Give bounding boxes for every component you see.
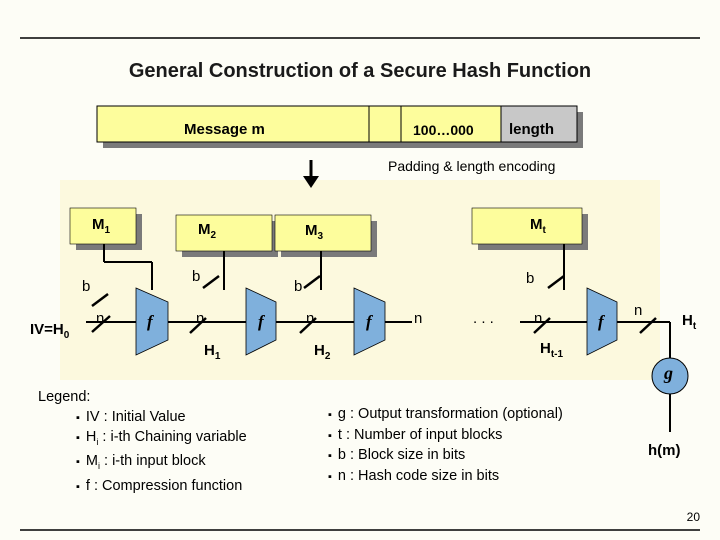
legend-item: n : Hash code size in bits xyxy=(328,467,563,488)
compressor-1 xyxy=(135,287,169,356)
block-m3 xyxy=(274,214,372,252)
message-label: Message m xyxy=(184,121,265,138)
label-hm: h(m) xyxy=(648,442,681,459)
label-f-1: f xyxy=(147,312,153,331)
label-g: g xyxy=(664,363,673,383)
legend-item: f : Compression function xyxy=(76,477,247,498)
label-b-1: b xyxy=(82,278,91,295)
label-h1: H1 xyxy=(204,342,221,362)
label-m1: M1 xyxy=(92,216,111,236)
legend-item: Hi : i-th Chaining variable xyxy=(76,428,247,452)
block-mt xyxy=(471,207,583,245)
legend-item: g : Output transformation (optional) xyxy=(328,405,563,426)
down-arrow xyxy=(303,176,319,188)
compressor-2 xyxy=(245,287,277,356)
label-m3: M3 xyxy=(305,222,324,242)
label-b-2: b xyxy=(192,268,201,285)
label-ht: Ht xyxy=(682,312,697,332)
slide-title: General Construction of a Secure Hash Fu… xyxy=(128,60,592,82)
label-f-3: f xyxy=(366,312,372,331)
compressor-3 xyxy=(353,287,386,356)
legend-right-list: g : Output transformation (optional) t :… xyxy=(328,405,563,487)
label-n-2: n xyxy=(196,310,205,327)
label-iv: IV=H0 xyxy=(30,321,70,341)
message-gap-block xyxy=(368,105,402,143)
legend-item: IV : Initial Value xyxy=(76,408,247,429)
block-m2 xyxy=(175,214,273,252)
label-n-6: n xyxy=(634,302,643,319)
label-n-4: n xyxy=(414,310,423,327)
ellipsis: . . . xyxy=(473,310,494,327)
label-h2: H2 xyxy=(314,342,331,362)
legend-right: g : Output transformation (optional) t :… xyxy=(328,405,563,487)
label-f-2: f xyxy=(258,312,264,331)
block-m1 xyxy=(69,207,137,245)
page-number: 20 xyxy=(686,510,700,524)
label-b-t: b xyxy=(526,270,535,287)
padding-label: 100…000 xyxy=(413,122,474,138)
length-label: length xyxy=(509,121,554,138)
label-b-3: b xyxy=(294,278,303,295)
label-ht-1: Ht-1 xyxy=(540,340,564,360)
label-n-5: n xyxy=(534,310,543,327)
length-block xyxy=(500,105,578,143)
label-mt: Mt xyxy=(530,216,546,236)
label-n-3: n xyxy=(306,310,315,327)
legend-item: b : Block size in bits xyxy=(328,446,563,467)
padding-caption: Padding & length encoding xyxy=(388,158,556,174)
label-n-1: n xyxy=(96,310,105,327)
legend-heading: Legend: xyxy=(38,389,91,405)
compressor-t xyxy=(586,287,618,356)
legend-left-list: IV : Initial Value Hi : i-th Chaining va… xyxy=(76,408,247,498)
legend-left: Legend: IV : Initial Value Hi : i-th Cha… xyxy=(38,388,247,497)
legend-item: Mi : i-th input block xyxy=(76,452,247,476)
legend-item: t : Number of input blocks xyxy=(328,426,563,447)
label-m2: M2 xyxy=(198,221,217,241)
label-f-t: f xyxy=(598,312,604,331)
message-block xyxy=(96,105,370,143)
